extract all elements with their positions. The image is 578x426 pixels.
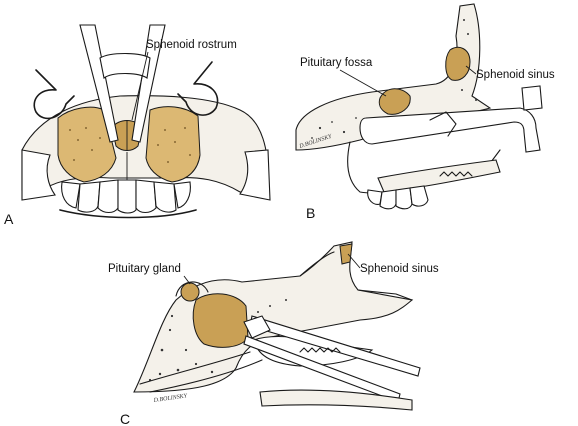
panel-a-lower-lip (59, 209, 197, 219)
panel-a-mucosa-right (145, 106, 201, 183)
panel-c-label-pituitary-gland: Pituitary gland (108, 263, 181, 275)
panel-b-speculum-serration (439, 171, 473, 177)
panel-c-bone-stipple (148, 299, 287, 382)
panel-c-instrument (243, 315, 271, 339)
panel-a: Sphenoid rostrum A (4, 24, 271, 227)
panel-c-palate (259, 389, 413, 411)
panel-b: Pituitary fossa Sphenoid sinus D.BOLINSK… (295, 3, 555, 221)
panel-a-speculum-blade-right (131, 24, 166, 143)
panel-b-leader-fossa (339, 69, 387, 97)
panel-b-pituitary-fossa (378, 88, 411, 115)
panel-a-letter: A (4, 211, 14, 227)
panel-b-letter: B (306, 205, 315, 221)
panel-a-mucosa-left (57, 106, 117, 183)
panel-b-teeth (367, 185, 429, 210)
panel-c: Pituitary gland Sphenoid sinus D.BOLINSK… (108, 241, 439, 426)
panel-b-hard-palate (377, 159, 501, 193)
panel-a-retractor-right (177, 61, 219, 116)
panel-b-speculum-handle (521, 85, 543, 111)
panel-b-nasal-septum (429, 111, 457, 137)
panel-a-teeth (61, 179, 191, 214)
panel-b-sphenoid-sinus (445, 46, 471, 81)
panel-c-leader-gland (183, 275, 191, 285)
panel-a-speculum-top (99, 52, 151, 79)
panel-b-speculum (359, 107, 541, 153)
panel-a-leader-rostrum (131, 51, 149, 121)
panel-a-stipple (69, 127, 191, 163)
panel-a-lip-flap-right (239, 149, 271, 201)
panel-c-soft-tissue (139, 351, 263, 393)
panel-c-nasal-bone (299, 251, 413, 301)
panel-b-label-sphenoid-sinus: Sphenoid sinus (476, 69, 555, 81)
panel-c-sphenoid-sinus-top (339, 243, 353, 265)
panel-a-speculum-blade-left (79, 24, 119, 143)
panel-c-sphenoid-sinus-cavity (192, 293, 249, 348)
panel-a-retractor-left (33, 69, 75, 120)
panel-b-leader-sinus (465, 65, 477, 75)
panel-b-label-pituitary-fossa: Pituitary fossa (300, 57, 373, 69)
panel-c-letter: C (120, 411, 130, 426)
panel-c-skull-base (133, 241, 414, 393)
panel-c-signature: D.BOLINSKY (152, 393, 188, 404)
panel-c-label-sphenoid-sinus: Sphenoid sinus (360, 263, 439, 275)
panel-c-pituitary-gland (180, 282, 200, 302)
panel-c-serration (299, 347, 341, 353)
panel-a-label-sphenoid-rostrum: Sphenoid rostrum (146, 39, 237, 51)
panel-a-lip-flap-left (21, 149, 56, 201)
panel-c-sella-outline (175, 281, 209, 297)
panel-c-leader-sinus (347, 253, 361, 269)
